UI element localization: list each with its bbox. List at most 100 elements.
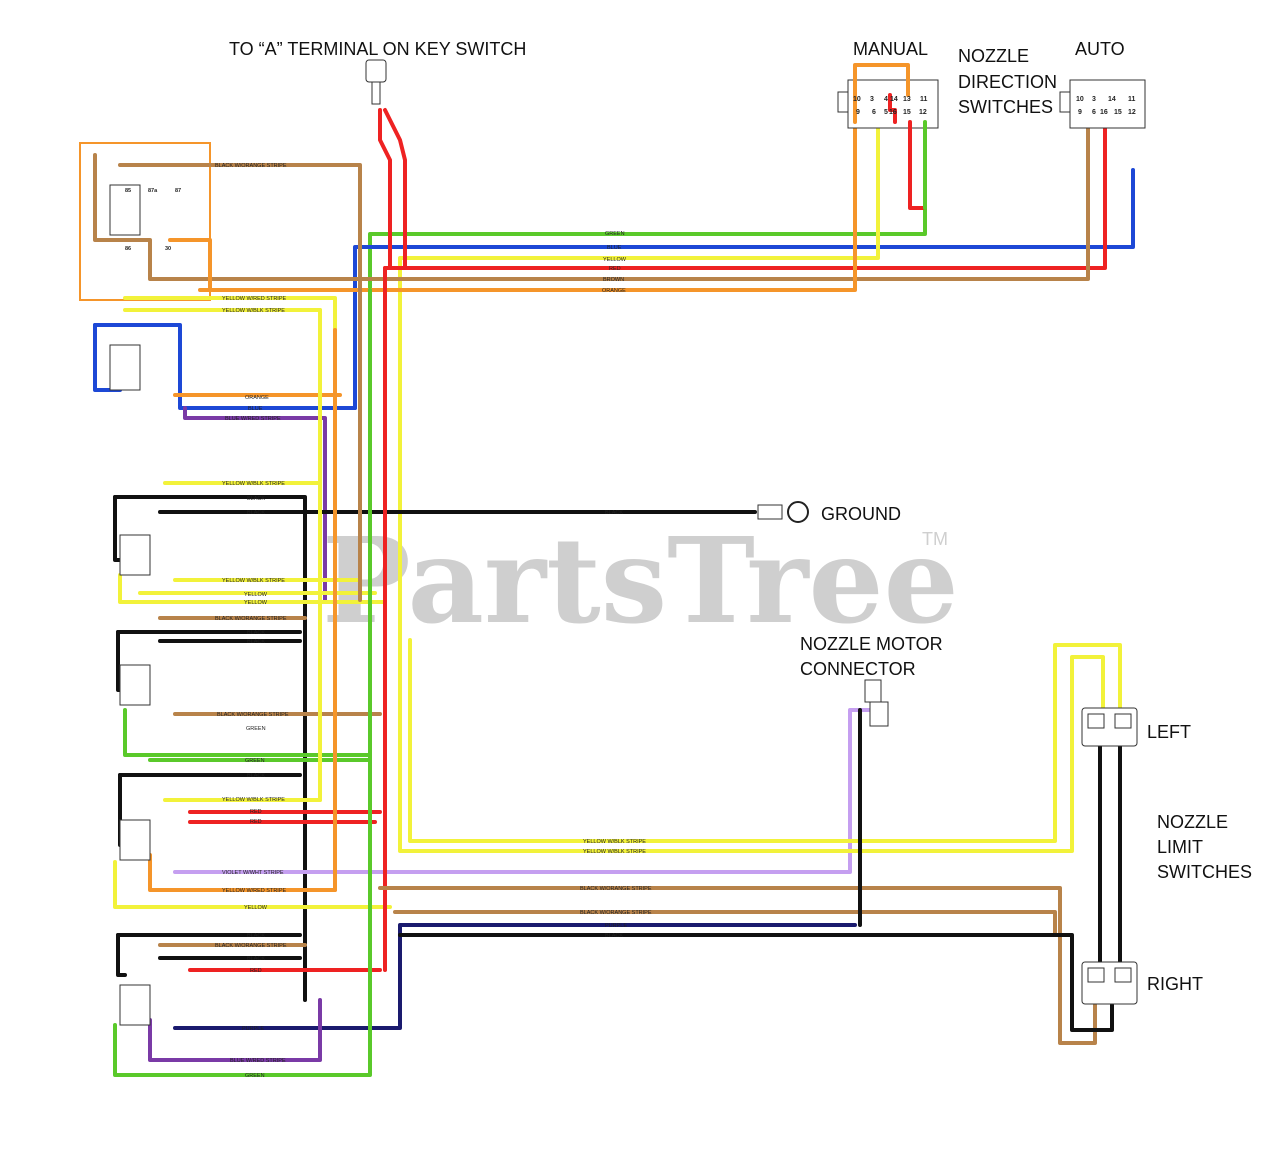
label-black-orange-l1: BLACK W/ORANGE STRIPE [580, 886, 652, 892]
wire-label-orange-top: ORANGE [602, 288, 626, 294]
label-black-6a: BLACK [247, 933, 265, 939]
auto-switch: 10 3 14 11 9 6 16 15 12 [1059, 79, 1146, 129]
auto-pin-b1: 6 [1092, 109, 1096, 116]
label-black-5: BLACK [247, 773, 265, 779]
label-yellow-blk-l2: YELLOW W/BLK STRIPE [583, 849, 646, 855]
manual-pin-t3: 14 [890, 96, 898, 103]
limit-switch-left [1081, 707, 1138, 747]
manual-pin-b1: 6 [872, 109, 876, 116]
label-green-5: GREEN [245, 758, 265, 764]
auto-pin-t0: 10 [1076, 96, 1084, 103]
label-orange-2: ORANGE [245, 395, 269, 401]
auto-pin-b2: 16 [1100, 109, 1108, 116]
label-black-orange-4: BLACK W/ORANGE STRIPE [215, 616, 287, 622]
vertical-harness [318, 266, 402, 972]
auto-pin-t3: 11 [1128, 96, 1136, 103]
relay-1-pin-30: 30 [165, 246, 171, 252]
ground-terminal [757, 501, 809, 523]
label-left: LEFT [1147, 722, 1191, 742]
label-black-4a: BLACK [247, 630, 265, 636]
label-black-l: BLACK [605, 933, 623, 939]
label-yellow-3b: YELLOW [244, 600, 268, 606]
relay-1-pin-87a: 87a [148, 188, 158, 194]
manual-pin-t1: 3 [870, 96, 874, 103]
label-motor-1: NOZZLE MOTOR [800, 634, 943, 654]
label-yellow-blk-5: YELLOW W/BLK STRIPE [222, 797, 285, 803]
auto-pin-b4: 12 [1128, 109, 1136, 116]
label-green-4: GREEN [246, 726, 266, 732]
relay-1: 85 87a 87 86 30 BLACK W/ORANGE STRIPE [79, 142, 362, 301]
label-limit-2: LIMIT [1157, 837, 1203, 857]
label-violet-wht: VIOLET W/WHT STRIPE [222, 870, 284, 876]
key-switch-terminal [365, 59, 387, 105]
manual-pin-t2: 4 [884, 96, 888, 103]
manual-pin-t0: 10 [853, 96, 861, 103]
label-yellow-3a: YELLOW [244, 592, 268, 598]
auto-pin-b0: 9 [1078, 109, 1082, 116]
auto-pin-b3: 15 [1114, 109, 1122, 116]
manual-pin-b5: 12 [919, 109, 927, 116]
trademark-text: TM [922, 529, 948, 549]
label-yellow-blk-3b: YELLOW W/BLK STRIPE [222, 578, 285, 584]
label-black-orange-4b: BLACK W/ORANGE STRIPE [217, 712, 289, 718]
watermark-text: PartsTree [322, 511, 959, 650]
label-manual: MANUAL [853, 39, 928, 59]
wire-label-red-top: RED [609, 266, 621, 272]
label-blue-red-2: BLUE W/RED STRIPE [225, 416, 281, 422]
label-purple-l: PURPLE [605, 923, 627, 929]
label-yellow-blk-l1: YELLOW W/BLK STRIPE [583, 839, 646, 845]
label-red-5b: RED [250, 819, 262, 825]
label-blue-2: BLUE [248, 406, 263, 412]
top-bus: GREEN BLUE YELLOW RED BROWN ORANGE [198, 108, 1135, 602]
auto-pin-t1: 3 [1092, 96, 1096, 103]
manual-pin-b3: 16 [889, 109, 897, 116]
label-yellow-blk-1: YELLOW W/BLK STRIPE [222, 308, 285, 314]
label-yellow-red-1: YELLOW W/RED STRIPE [222, 296, 287, 302]
manual-pin-t4: 13 [903, 96, 911, 103]
lower-bus: YELLOW W/BLK STRIPE YELLOW W/BLK STRIPE … [378, 638, 1122, 1045]
label-nozzle-dir-2: DIRECTION [958, 72, 1057, 92]
label-right: RIGHT [1147, 974, 1203, 994]
relay-4: BLACK W/ORANGE STRIPE BLACK BLACK BLACK … [116, 616, 382, 757]
label-black-6b: BLACK [247, 956, 265, 962]
label-green-6: GREEN [245, 1073, 265, 1079]
label-black-ground: BLACK [605, 510, 623, 516]
label-motor-2: CONNECTOR [800, 659, 916, 679]
label-key-switch: TO “A” TERMINAL ON KEY SWITCH [229, 39, 526, 59]
label-yellow-red-5: YELLOW W/RED STRIPE [222, 888, 287, 894]
label-limit-3: SWITCHES [1157, 862, 1252, 882]
label-auto: AUTO [1075, 39, 1125, 59]
label-black-orange-6: BLACK W/ORANGE STRIPE [215, 943, 287, 949]
relay-1-pin-85: 85 [125, 188, 131, 194]
label-yellow-blk-3: YELLOW W/BLK STRIPE [222, 481, 285, 487]
label-yellow-5: YELLOW [244, 905, 268, 911]
label-purple-6: PURPLE [242, 1026, 264, 1032]
label-black-3b: BLACK [247, 510, 265, 516]
manual-pin-b2: 5 [884, 109, 888, 116]
wire-label-brown-top: BROWN [603, 277, 624, 283]
wire-label-green-top: GREEN [605, 231, 625, 237]
label-limit-1: NOZZLE [1157, 812, 1228, 832]
nozzle-motor-connector [864, 679, 889, 727]
wire-label-yellow-top: YELLOW [603, 257, 627, 263]
label-nozzle-dir-1: NOZZLE [958, 46, 1029, 66]
label-red-6: RED [250, 968, 262, 974]
manual-pin-b4: 15 [903, 109, 911, 116]
manual-pin-t5: 11 [920, 96, 928, 103]
relay-2: YELLOW W/RED STRIPE YELLOW W/BLK STRIPE … [93, 296, 357, 602]
relay-1-label-black-orange: BLACK W/ORANGE STRIPE [215, 163, 287, 169]
relay-5: GREEN BLACK YELLOW W/BLK STRIPE RED RED … [113, 708, 872, 911]
label-ground: GROUND [821, 504, 901, 524]
relay-6: BLACK BLACK W/ORANGE STRIPE BLACK RED PU… [113, 758, 857, 1079]
manual-switch: 10 3 4 14 13 11 9 6 5 16 15 12 [837, 63, 939, 210]
label-blue-red-6: BLUE W/RED STRIPE [230, 1058, 286, 1064]
label-black-4b: BLACK [247, 639, 265, 645]
limit-switch-right [1081, 961, 1138, 1005]
manual-pin-b0: 9 [856, 109, 860, 116]
relay-1-pin-86: 86 [125, 246, 131, 252]
relay-1-pin-87: 87 [175, 188, 181, 194]
wire-label-blue-top: BLUE [607, 245, 622, 251]
label-nozzle-dir-3: SWITCHES [958, 97, 1053, 117]
label-red-5a: RED [250, 809, 262, 815]
